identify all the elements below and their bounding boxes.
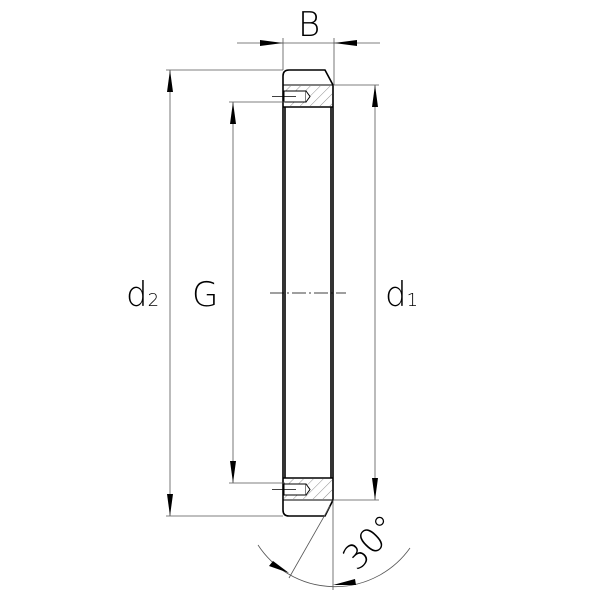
dimension-arrows xyxy=(167,40,378,585)
bore-diameter-label: d1 xyxy=(385,275,418,315)
width-label-b: B xyxy=(298,5,320,45)
angle-label: 30° xyxy=(335,507,406,578)
outer-diameter-label: d2 xyxy=(126,275,159,315)
section-hatch-bottom xyxy=(272,479,332,499)
section-hatch-top xyxy=(272,86,332,106)
thread-label-g: G xyxy=(192,275,218,315)
